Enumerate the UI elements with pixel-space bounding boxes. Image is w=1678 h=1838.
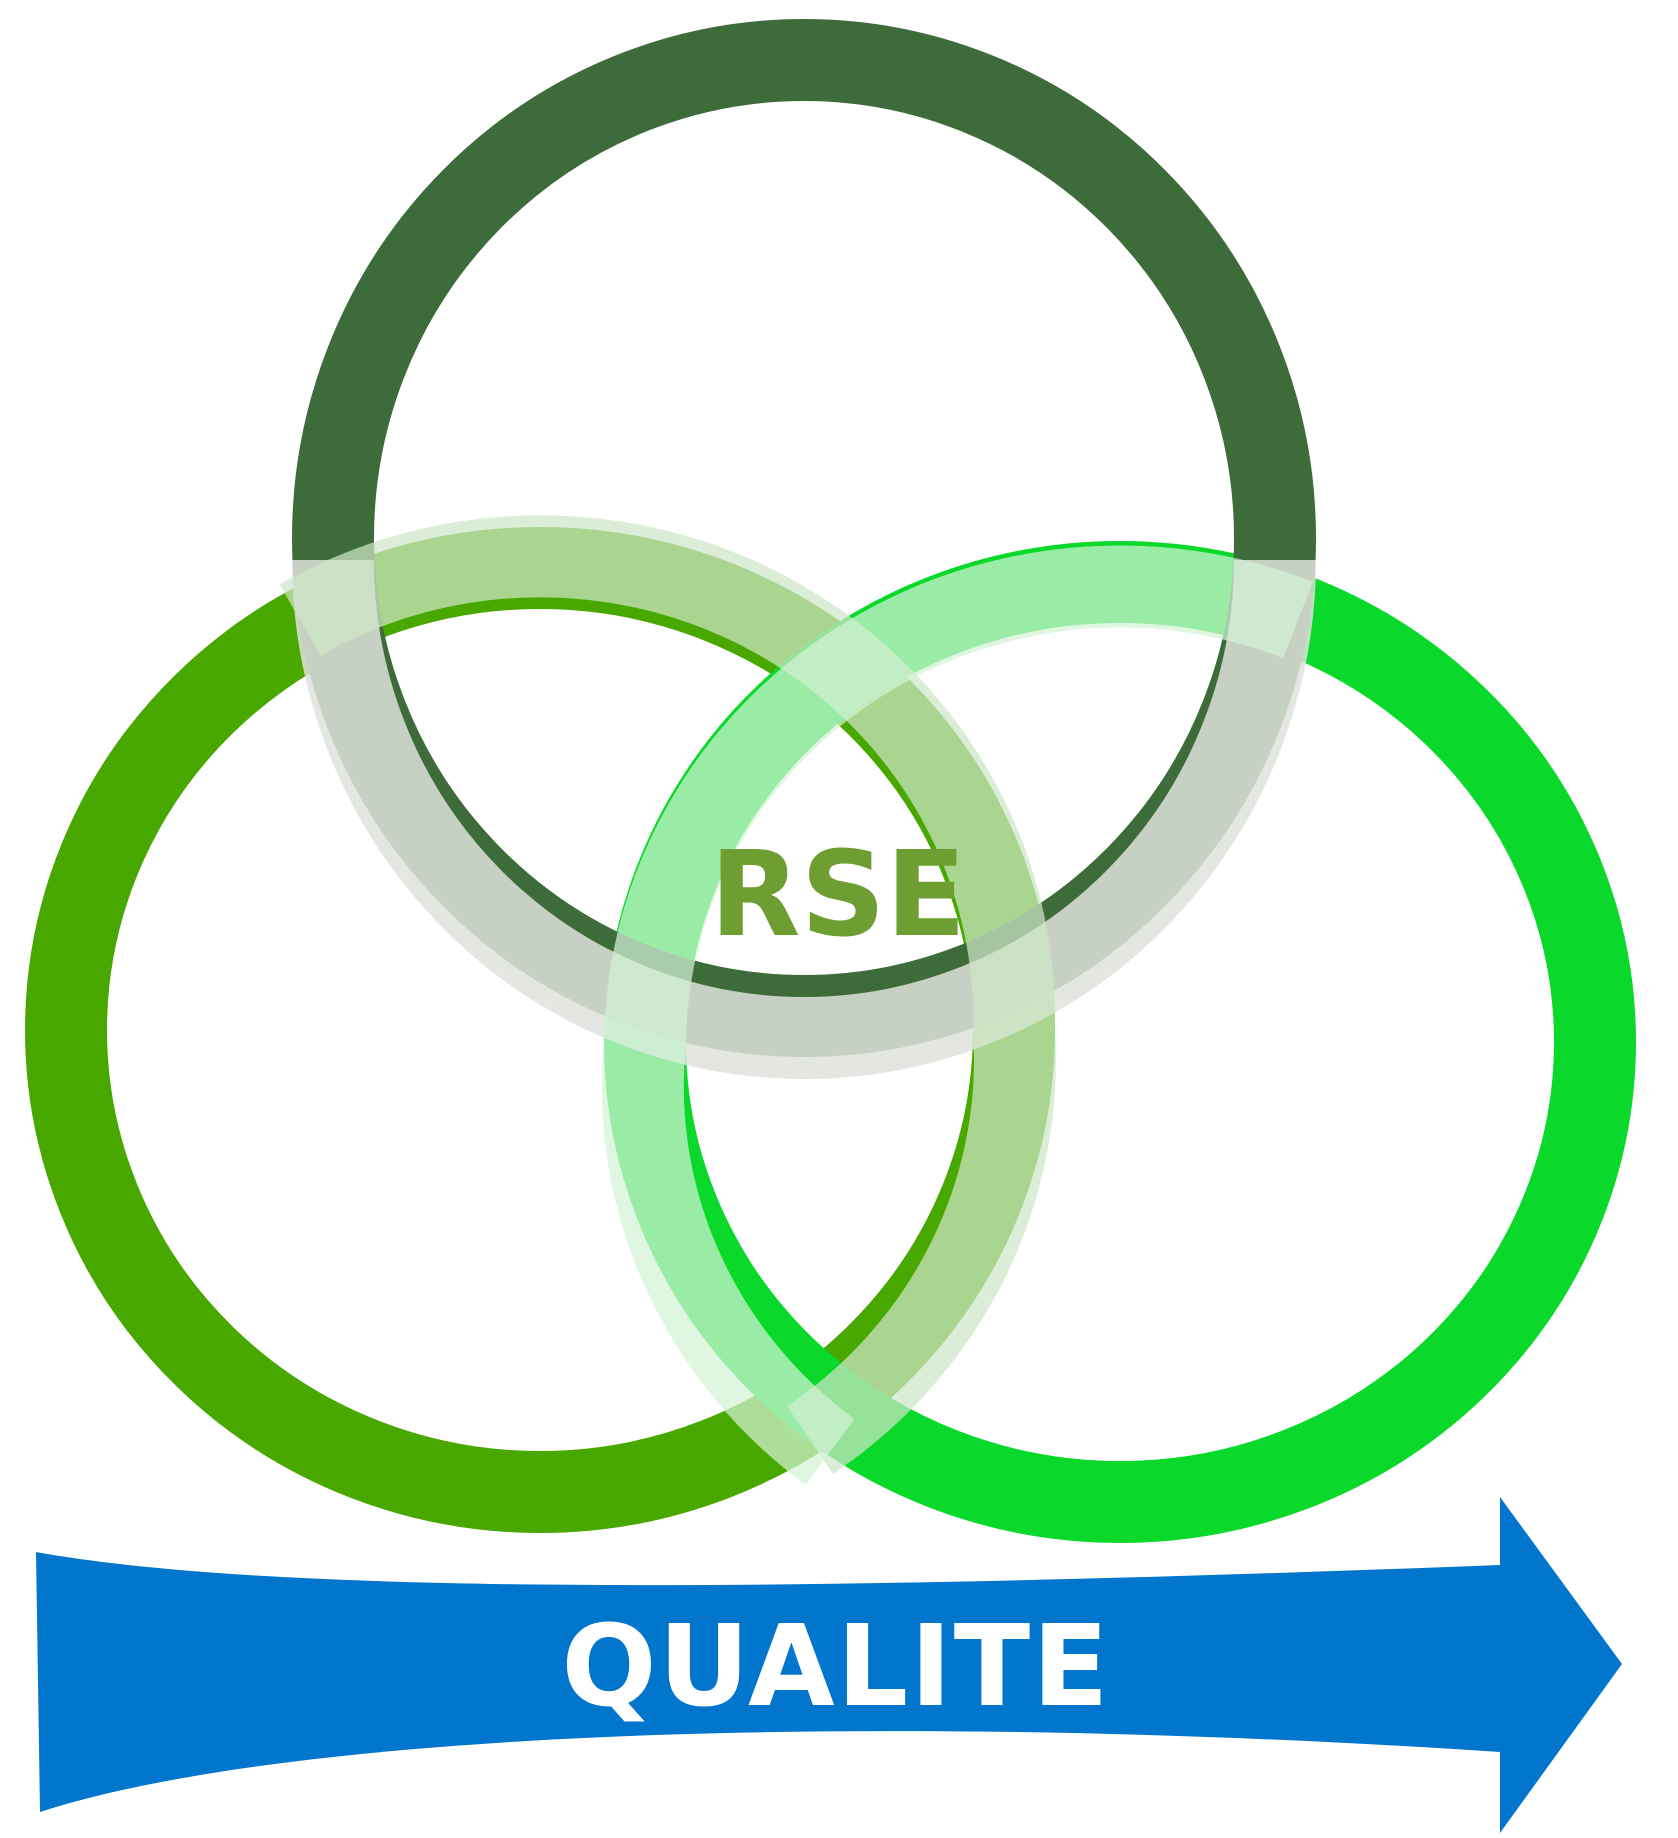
arrow-label: QUALITE (561, 1602, 1110, 1732)
center-label: RSE (710, 825, 966, 963)
right-ring-upper-overlap (601, 545, 1313, 1485)
quality-arrow (36, 1497, 1622, 1833)
top-ring-lower-overlap (292, 559, 1316, 1079)
left-ring-upper-overlap (279, 515, 1056, 1475)
